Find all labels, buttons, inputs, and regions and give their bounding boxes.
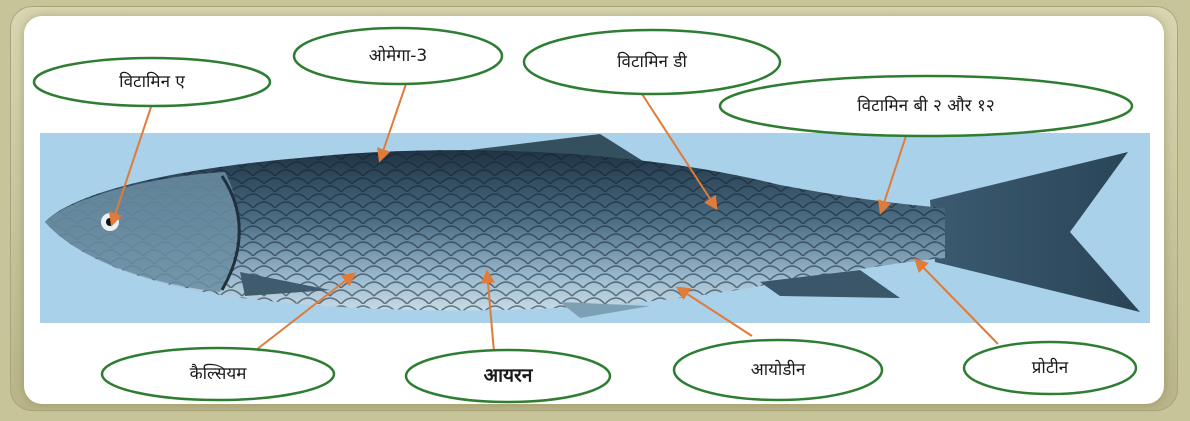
- label-vitamin-d: विटामिन डी: [524, 30, 780, 94]
- label-text: आयरन: [484, 365, 534, 387]
- label-vitamin-b: विटामिन बी २ और १२: [720, 76, 1132, 136]
- label-vitamin-a: विटामिन ए: [34, 58, 270, 106]
- label-iodine: आयोडीन: [674, 340, 882, 400]
- label-protein: प्रोटीन: [964, 342, 1136, 394]
- label-text: आयोडीन: [751, 359, 806, 380]
- label-text: विटामिन ए: [119, 71, 185, 92]
- label-text: विटामिन डी: [617, 51, 687, 72]
- label-text: विटामिन बी २ और १२: [857, 95, 994, 116]
- label-text: कैल्सियम: [190, 363, 248, 384]
- label-text: ओमेगा-3: [369, 45, 427, 66]
- label-calcium: कैल्सियम: [102, 348, 334, 400]
- label-iron: आयरन: [406, 350, 610, 402]
- label-omega-3: ओमेगा-3: [294, 28, 502, 84]
- label-text: प्रोटीन: [1032, 357, 1069, 378]
